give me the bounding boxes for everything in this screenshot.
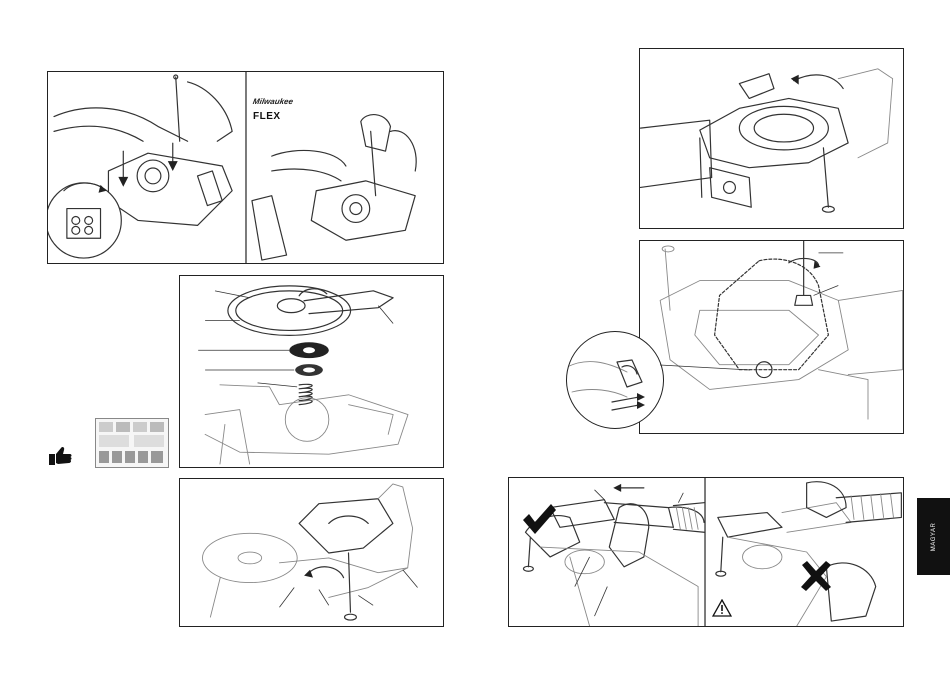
manual-thumbnail — [95, 418, 169, 468]
guard-mounting-illustration — [180, 479, 443, 626]
language-section-tab: MAGYAR — [917, 498, 950, 575]
cross-icon — [799, 560, 833, 592]
inset-magnifier — [566, 331, 664, 429]
inset-leader-line — [650, 350, 760, 380]
figure-mount-plate: Milwaukee FLEX — [47, 71, 444, 264]
guard-rotation-illustration — [640, 49, 903, 228]
figure-screw-adjust — [639, 240, 904, 434]
language-section-label: MAGYAR — [931, 522, 937, 551]
milwaukee-logo: Milwaukee — [252, 97, 294, 106]
hand-position-illustration — [509, 478, 903, 626]
figure-hand-position — [508, 477, 904, 627]
warning-triangle-icon — [712, 599, 732, 617]
blade-exploded-illustration — [180, 276, 443, 467]
screw-adjust-illustration — [640, 241, 903, 433]
mount-plate-illustration — [48, 72, 443, 263]
figure-blade-exploded — [179, 275, 444, 468]
figure-guard-mounting — [179, 478, 444, 627]
checkmark-icon — [521, 502, 557, 536]
thumbs-up-icon — [47, 445, 73, 467]
figure-guard-rotation — [639, 48, 904, 229]
flex-brand-label: FLEX — [253, 111, 281, 122]
